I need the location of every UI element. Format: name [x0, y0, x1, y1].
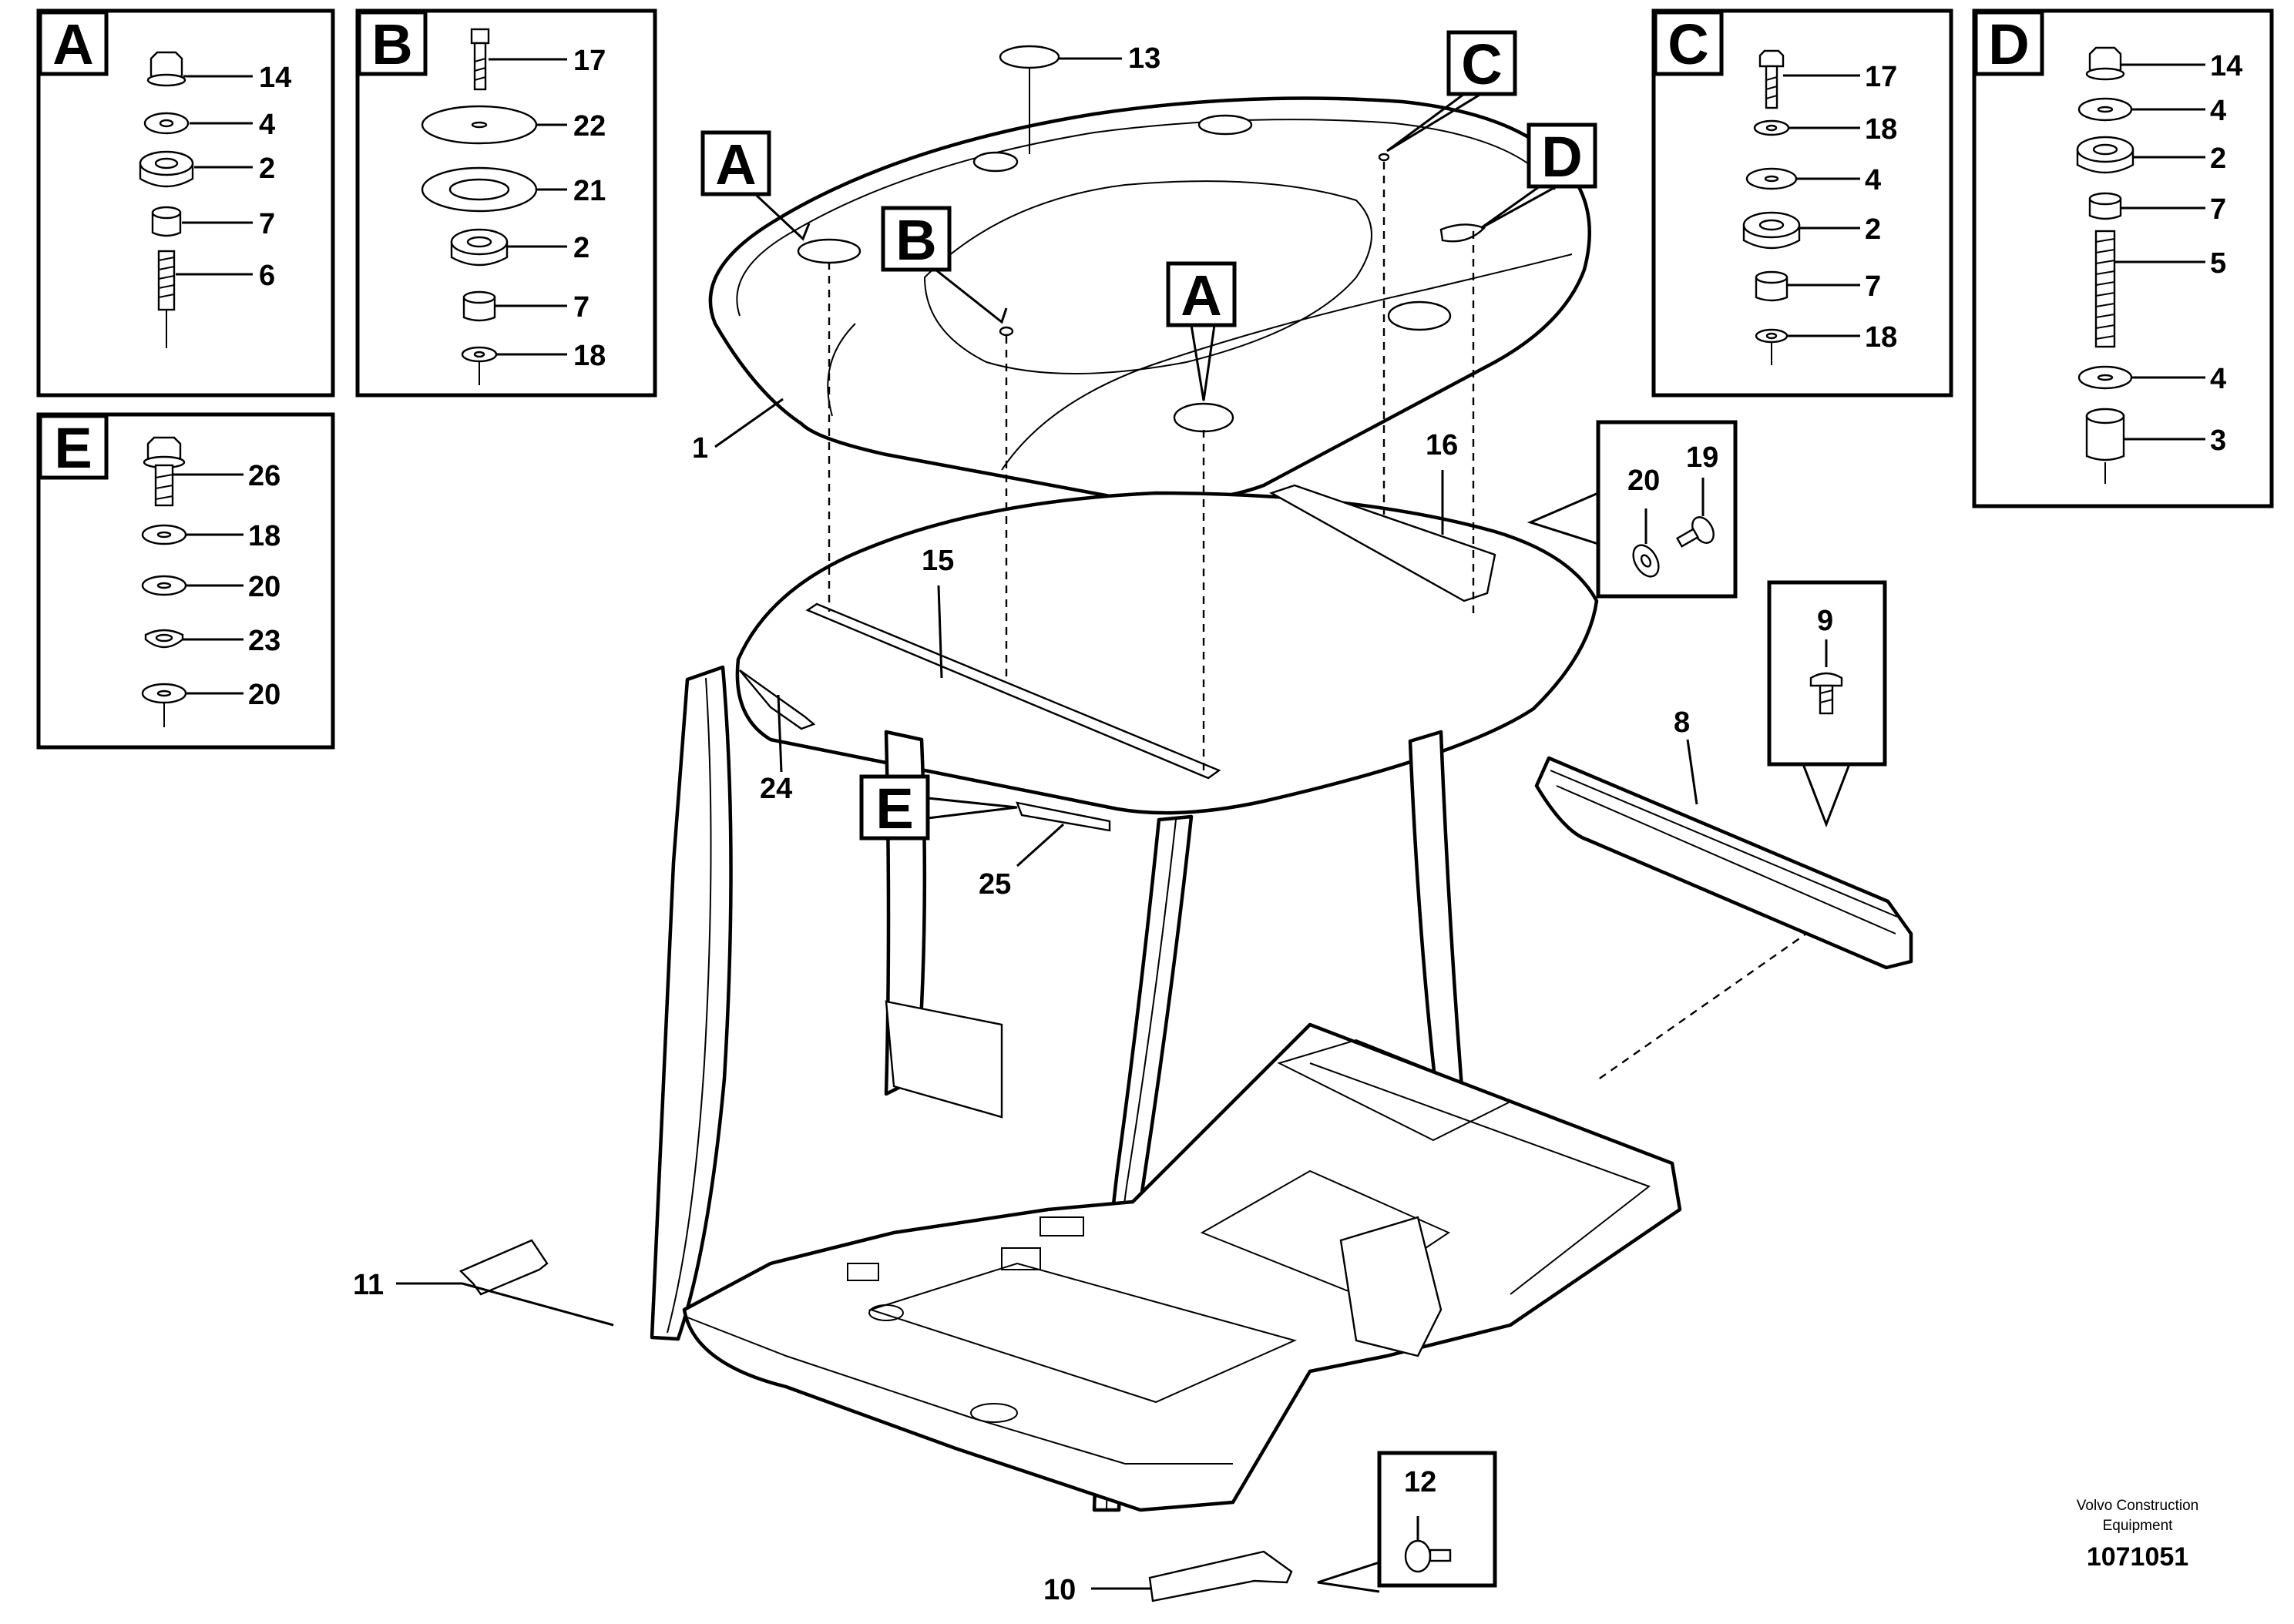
part-label: 3: [2210, 424, 2226, 457]
part-label: 7: [2210, 193, 2226, 226]
part-label: 18: [1865, 113, 1897, 146]
bracket-10: [1148, 1550, 1293, 1602]
part-label: 23: [248, 625, 280, 657]
panel-letter: A: [52, 12, 93, 76]
part-label: 14: [259, 62, 291, 94]
callout-letter: A: [1181, 263, 1221, 327]
callout-letter: E: [875, 777, 913, 841]
callout-a-left: A: [700, 130, 811, 241]
part-label-24: 24: [760, 773, 792, 805]
part-label-1: 1: [692, 432, 708, 465]
part-label-20: 20: [1627, 465, 1660, 497]
part-label: 7: [259, 208, 275, 240]
callout-c: C: [1386, 30, 1517, 153]
brand-line-2: Equipment: [2103, 1518, 2174, 1534]
part-label: 20: [248, 679, 280, 711]
detail-panel-b: B 17 22 21 2 7 18: [355, 8, 657, 398]
brand-line-1: Volvo Construction: [2077, 1498, 2198, 1514]
part-label-12: 12: [1404, 1466, 1436, 1498]
part-label: 5: [2210, 247, 2226, 280]
callout-e: E: [859, 774, 1018, 841]
part-label: 17: [1865, 61, 1897, 93]
part-label: 18: [573, 340, 606, 372]
part-label: 4: [2210, 95, 2226, 127]
part-label: 21: [573, 175, 606, 207]
part-label-10: 10: [1043, 1574, 1076, 1606]
part-label: 20: [248, 571, 280, 603]
part-label: 14: [2210, 50, 2242, 82]
panel-letter: C: [1668, 12, 1708, 76]
part-label: 18: [248, 520, 280, 552]
part-label-13: 13: [1128, 42, 1160, 75]
detail-panel-d: D 14 4 2 7 5 4 3: [1972, 8, 2274, 508]
panel-letter: D: [1988, 12, 2029, 76]
part-label: 4: [2210, 363, 2226, 395]
callout-b: B: [881, 206, 1008, 324]
panel-letter: B: [371, 12, 412, 76]
callout-a-center: A: [1166, 261, 1237, 401]
plug-13: [999, 45, 1060, 69]
detail-panel-c: C 17 18 4 2 7 18: [1651, 8, 1953, 398]
part-label: 2: [259, 153, 275, 185]
part-label-25: 25: [979, 868, 1011, 901]
part-label-15: 15: [922, 545, 954, 577]
panel-letter: E: [54, 416, 92, 480]
detail-panel-a: A 14 4 2 7 6: [36, 8, 335, 398]
bracket-25: [1016, 801, 1111, 832]
part-label-19: 19: [1686, 441, 1718, 474]
part-label-8: 8: [1674, 706, 1690, 739]
detail-panel-e: E 26 18 20 23 20: [36, 412, 335, 750]
drawing-info: Volvo Construction Equipment 1071051: [2077, 1498, 2198, 1572]
detail-box-19-20: [1527, 420, 1738, 599]
callout-d: D: [1480, 122, 1597, 230]
detail-box-9: [1767, 580, 1887, 828]
part-label: 7: [1865, 270, 1881, 303]
part-label-16: 16: [1426, 429, 1458, 461]
callout-letter: D: [1541, 125, 1582, 189]
part-label: 2: [1865, 213, 1881, 246]
bracket-24: [739, 669, 816, 730]
part-label: 2: [2210, 143, 2226, 175]
part-label: 17: [573, 45, 606, 77]
part-label: 6: [259, 260, 275, 292]
part-label-9: 9: [1817, 605, 1833, 637]
callout-letter: B: [895, 208, 936, 272]
part-label-11: 11: [353, 1269, 384, 1301]
bracket-11: [458, 1239, 549, 1296]
part-label: 2: [573, 232, 589, 264]
part-label: 22: [573, 110, 606, 143]
part-label: 18: [1865, 321, 1897, 354]
detail-box-12: [1317, 1451, 1497, 1593]
drawing-number: 1071051: [2087, 1542, 2188, 1572]
callout-letter: A: [715, 133, 756, 196]
roof-panel: [708, 96, 1591, 502]
part-label: 7: [573, 291, 589, 324]
trim-strip-8: [1534, 756, 1913, 970]
part-labels: 1 13 15 16 20 19 9 8 24 25 11 10 12: [353, 42, 1833, 1606]
callout-letter: C: [1461, 32, 1502, 96]
part-label: 4: [259, 109, 275, 141]
part-label: 26: [248, 460, 280, 492]
cab-frame: [650, 484, 1682, 1512]
part-label: 4: [1865, 164, 1881, 196]
